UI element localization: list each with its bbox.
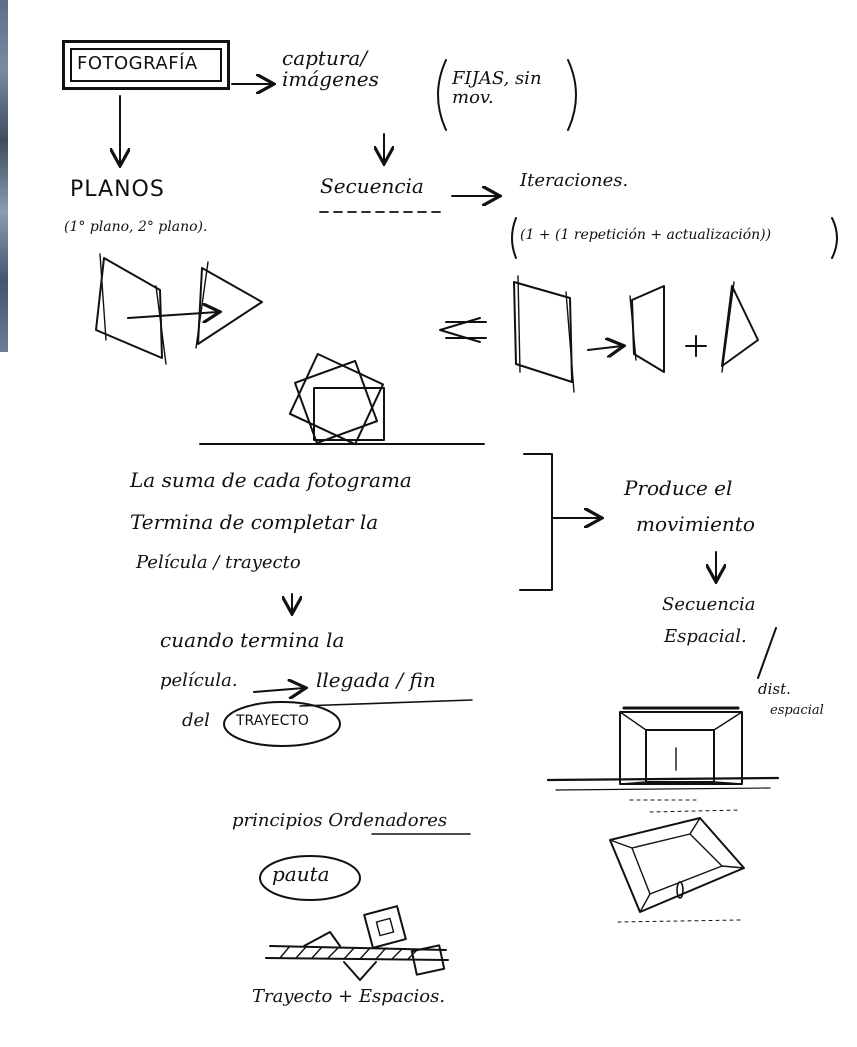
pauta-square-1-inner — [375, 917, 395, 937]
dist-slash — [757, 627, 777, 679]
pauta-bar-top — [269, 945, 447, 951]
frame-medium — [631, 285, 665, 373]
arrow-pelicula-to-llegada — [253, 688, 304, 692]
double-arrow — [439, 317, 481, 343]
frame-arrow — [587, 346, 622, 350]
title-label: FOTOGRAFÍA — [77, 53, 198, 74]
pauta-triangle — [303, 931, 341, 947]
frame-big — [513, 281, 573, 383]
pauta-bar-bottom — [265, 957, 449, 961]
llegada-underline — [299, 699, 473, 707]
iteraciones-formula: (1 + (1 repetición + actualización)) — [520, 227, 772, 243]
cuando-line-1: cuando termina la — [160, 628, 345, 652]
pauta-triangle-2 — [343, 961, 377, 981]
iter-paren-right — [831, 217, 838, 259]
room-sketch-1 — [546, 706, 780, 813]
secuencia-label: Secuencia — [320, 174, 424, 198]
title-box: FOTOGRAFÍA — [62, 40, 230, 90]
del-label: del — [182, 710, 210, 731]
fijas-label: FIJAS, sin mov. — [452, 68, 542, 108]
secuencia-espacial-line-2: Espacial. — [664, 626, 747, 647]
pauta-square-2 — [410, 944, 446, 976]
produce-line-2: movimiento — [636, 512, 755, 536]
suma-line-2: Termina de completar la — [130, 510, 379, 534]
stack-frame-3 — [313, 387, 385, 441]
planos-sub-label: (1° plano, 2° plano). — [64, 219, 208, 235]
stack-frame-1 — [293, 359, 379, 445]
trayecto-circled-label: TRAYECTO — [236, 713, 309, 729]
suma-line-3: Película / trayecto — [136, 552, 301, 573]
bottom-caption: Trayecto + Espacios. — [252, 986, 446, 1007]
produce-line-1: Produce el — [624, 476, 733, 500]
frame-triangle — [721, 285, 759, 367]
title-box-inner-border — [70, 48, 222, 82]
secuencia-espacial-line-1: Secuencia — [662, 594, 756, 615]
planos-frame — [95, 257, 163, 359]
planos-label: PLANOS — [70, 177, 165, 202]
cuando-line-2: película. — [160, 670, 238, 691]
fijas-paren-left — [437, 59, 447, 131]
room-sketch-2 — [609, 817, 745, 923]
plus-sign — [685, 335, 707, 357]
iter-paren-left — [511, 217, 517, 259]
dist-line-2: espacial — [770, 703, 824, 718]
photo-edge-strip — [0, 0, 8, 352]
principios-label: principios Ordenadores — [232, 810, 448, 831]
planos-arrow — [127, 312, 218, 318]
llegada-label: llegada / fin — [316, 668, 436, 692]
pauta-square-1 — [363, 905, 407, 949]
pauta-label: pauta — [272, 862, 330, 886]
stack-frame-2 — [288, 352, 384, 446]
dist-line-1: dist. — [758, 680, 791, 698]
pauta-hatch — [279, 945, 419, 960]
iteraciones-label: Iteraciones. — [520, 170, 629, 191]
suma-line-1: La suma de cada fotograma — [130, 468, 412, 492]
captura-label: captura/ imágenes — [282, 46, 379, 91]
suma-bracket — [519, 453, 553, 591]
fijas-paren-right — [567, 59, 577, 131]
planos-triangle — [197, 267, 263, 345]
